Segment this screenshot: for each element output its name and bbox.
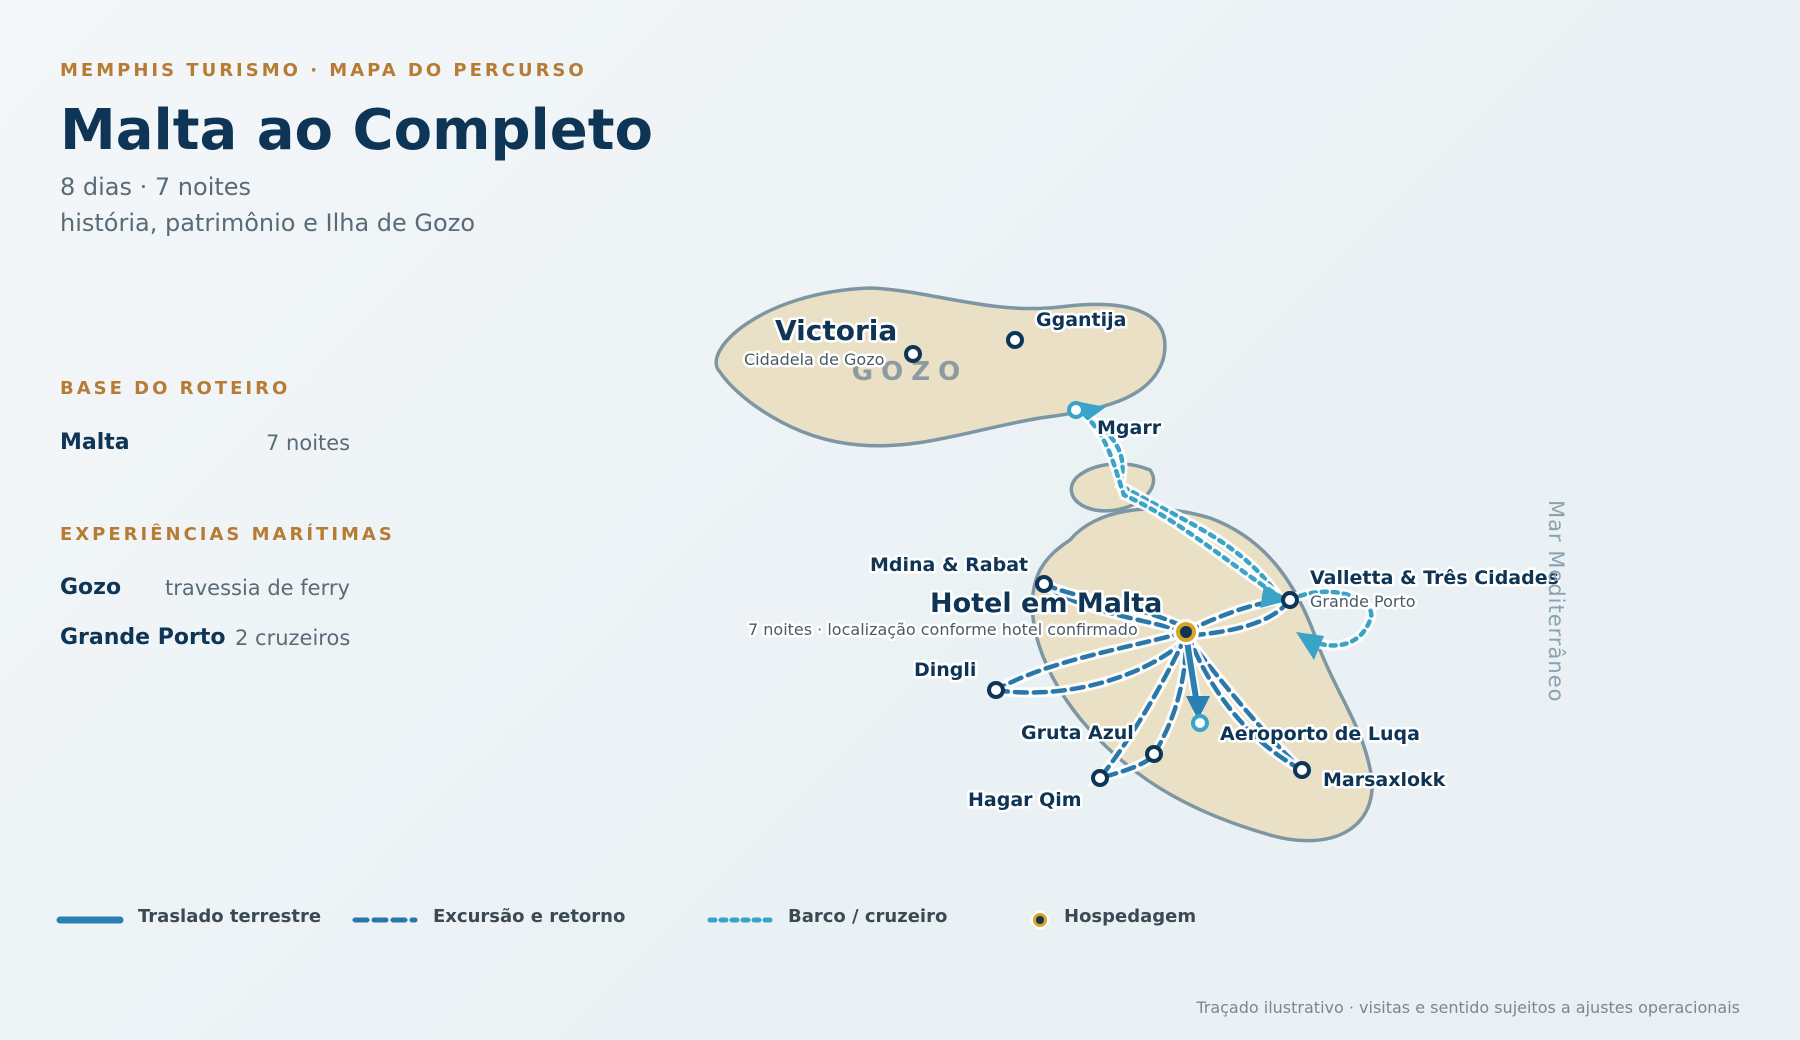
maritime-gozo-label: Gozo: [60, 575, 122, 600]
label-victoria-sub: Cidadela de Gozo: [744, 350, 884, 369]
marker-marsaxlokk[interactable]: [1293, 761, 1311, 779]
marker-aeroporto[interactable]: [1191, 714, 1209, 732]
maritime-heading: EXPERIÊNCIAS MARÍTIMAS: [60, 524, 395, 545]
footnote: Traçado ilustrativo · visitas e sentido …: [1196, 998, 1740, 1017]
maritime-gozo-value: travessia de ferry: [165, 576, 350, 600]
legend-boat: Barco / cruzeiro: [788, 906, 948, 927]
label-dingli: Dingli: [914, 659, 976, 681]
label-hotel-note: 7 noites · localização conforme hotel co…: [748, 620, 1138, 639]
label-valletta: Valletta & Três Cidades: [1310, 567, 1559, 589]
route-excursion-dingli-return: [993, 637, 1189, 695]
marker-valletta[interactable]: [1281, 591, 1299, 609]
marker-dingli[interactable]: [987, 681, 1005, 699]
marker-ggantija[interactable]: [1006, 331, 1024, 349]
duration: 8 dias · 7 noites: [60, 173, 252, 201]
route-excursion-mdina-return: [1041, 581, 1189, 631]
route-boat-gozo: [1073, 407, 1283, 601]
gozo-island-label: GOZO: [852, 357, 968, 387]
arrow-boat-valletta: [1260, 585, 1290, 608]
route-boat-harbour: [1287, 589, 1374, 648]
legend-lodging: Hospedagem: [1064, 906, 1197, 927]
arrow-boat-harbour: [1296, 632, 1324, 660]
theme: história, patrimônio e Ilha de Gozo: [60, 209, 475, 237]
marker-victoria[interactable]: [904, 345, 922, 363]
marker-hagar[interactable]: [1091, 769, 1109, 787]
base-place: Malta: [60, 430, 130, 455]
legend-excursion: Excursão e retorno: [433, 906, 626, 927]
label-hagar: Hagar Qim: [968, 789, 1082, 811]
label-mgarr: Mgarr: [1097, 417, 1162, 439]
marker-mdina[interactable]: [1035, 575, 1053, 593]
route-excursion-marsaxlokk-return: [1187, 637, 1305, 773]
label-hotel: Hotel em Malta: [930, 588, 1162, 619]
kicker: MEMPHIS TURISMO · MAPA DO PERCURSO: [60, 60, 587, 81]
legend-lodging-swatch: [1031, 911, 1049, 929]
maritime-port-value: 2 cruzeiros: [235, 626, 351, 650]
route-excursion-valletta-return: [1183, 597, 1293, 639]
route-excursion-dingli: [993, 629, 1189, 693]
gozo-island: [714, 286, 1167, 448]
marker-mgarr[interactable]: [1067, 401, 1085, 419]
label-mdina: Mdina & Rabat: [870, 554, 1028, 576]
page-title: Malta ao Completo: [60, 98, 653, 163]
label-valletta-sub: Grande Porto: [1310, 592, 1416, 611]
base-heading: BASE DO ROTEIRO: [60, 378, 291, 399]
label-aeroporto: Aeroporto de Luqa: [1220, 723, 1420, 745]
route-boat-gozo-return: [1082, 412, 1285, 601]
arrow-boat-mgarr: [1080, 402, 1106, 420]
label-ggantija: Ggantija: [1036, 309, 1126, 331]
route-excursion-hagar-gruta: [1094, 633, 1189, 782]
base-nights: 7 noites: [266, 431, 351, 455]
arrow-transfer-airport: [1186, 696, 1210, 720]
legend-transfer: Traslado terrestre: [138, 906, 322, 927]
maritime-port-label: Grande Porto: [60, 625, 226, 650]
label-gruta: Gruta Azul: [1021, 722, 1134, 744]
marker-hotel[interactable]: [1173, 619, 1199, 645]
sea-label: Mar Mediterrâneo: [1544, 500, 1568, 703]
marker-gruta[interactable]: [1145, 745, 1163, 763]
label-marsaxlokk: Marsaxlokk: [1323, 769, 1446, 791]
label-victoria: Victoria: [775, 314, 897, 347]
